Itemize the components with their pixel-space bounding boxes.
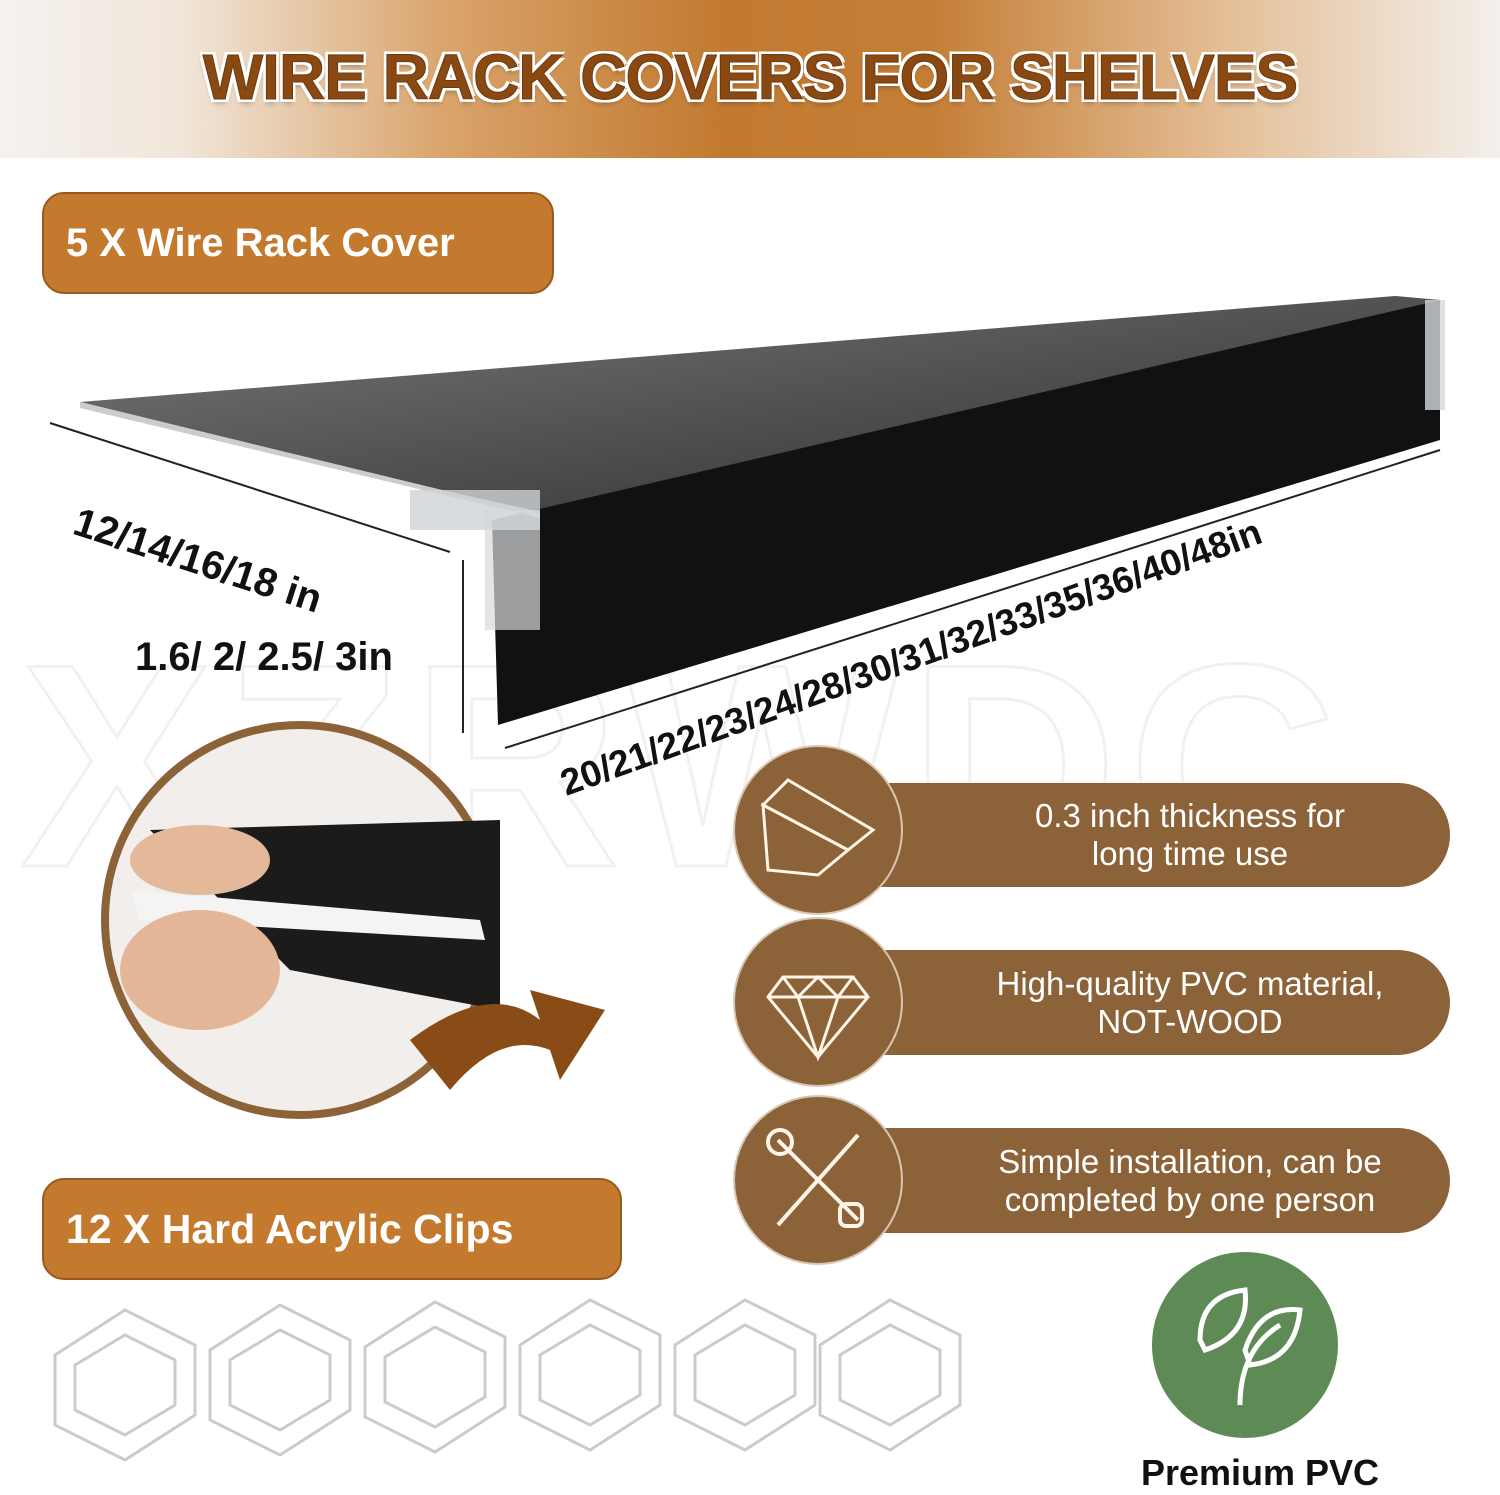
shelf-front — [492, 300, 1440, 725]
arrow-icon — [410, 990, 605, 1090]
title-banner — [0, 0, 1500, 158]
feature-text: NOT-WOOD — [1097, 1002, 1283, 1040]
clip-side — [485, 510, 540, 630]
clip-icon — [518, 1298, 662, 1452]
shelf-top — [80, 296, 1440, 512]
depth-arrow — [49, 422, 451, 553]
shelf-illustration — [49, 296, 1445, 749]
clips-badge: 12 X Hard Acrylic Clips — [42, 1178, 622, 1280]
premium-label: Premium PVC — [1140, 1452, 1380, 1493]
diamond-icon — [733, 917, 903, 1087]
feature-installation: Simple installation, can be completed by… — [850, 1128, 1450, 1233]
tools-icon — [733, 1095, 903, 1265]
clip-icon — [208, 1303, 352, 1457]
length-arrow — [504, 449, 1441, 749]
feature-text: 0.3 inch thickness for — [1035, 797, 1345, 835]
clips-row — [53, 1298, 962, 1462]
leaf-icon — [1152, 1252, 1338, 1438]
closeup-photo — [101, 721, 605, 1119]
clip-icon — [53, 1308, 197, 1462]
page-title: WIRE RACK COVERS FOR SHELVES — [202, 41, 1298, 114]
feature-thickness: 0.3 inch thickness for long time use — [850, 783, 1450, 887]
clip-icon — [363, 1300, 507, 1454]
feature-text: High-quality PVC material, — [996, 964, 1384, 1002]
feature-text: long time use — [1091, 835, 1289, 872]
shelf-edge — [80, 402, 540, 518]
feature-material: High-quality PVC material, NOT-WOOD — [850, 950, 1450, 1055]
height-label: 1.6/ 2/ 2.5/ 3in — [135, 635, 393, 679]
shelf-corner-icon — [733, 745, 903, 915]
feature-text: Simple installation, can be — [998, 1142, 1382, 1180]
clip-icon — [818, 1298, 962, 1452]
feature-text: completed by one person — [1004, 1180, 1376, 1218]
clip-icon — [673, 1298, 817, 1452]
covers-badge: 5 X Wire Rack Cover — [42, 192, 554, 294]
clip-back — [1425, 300, 1445, 410]
